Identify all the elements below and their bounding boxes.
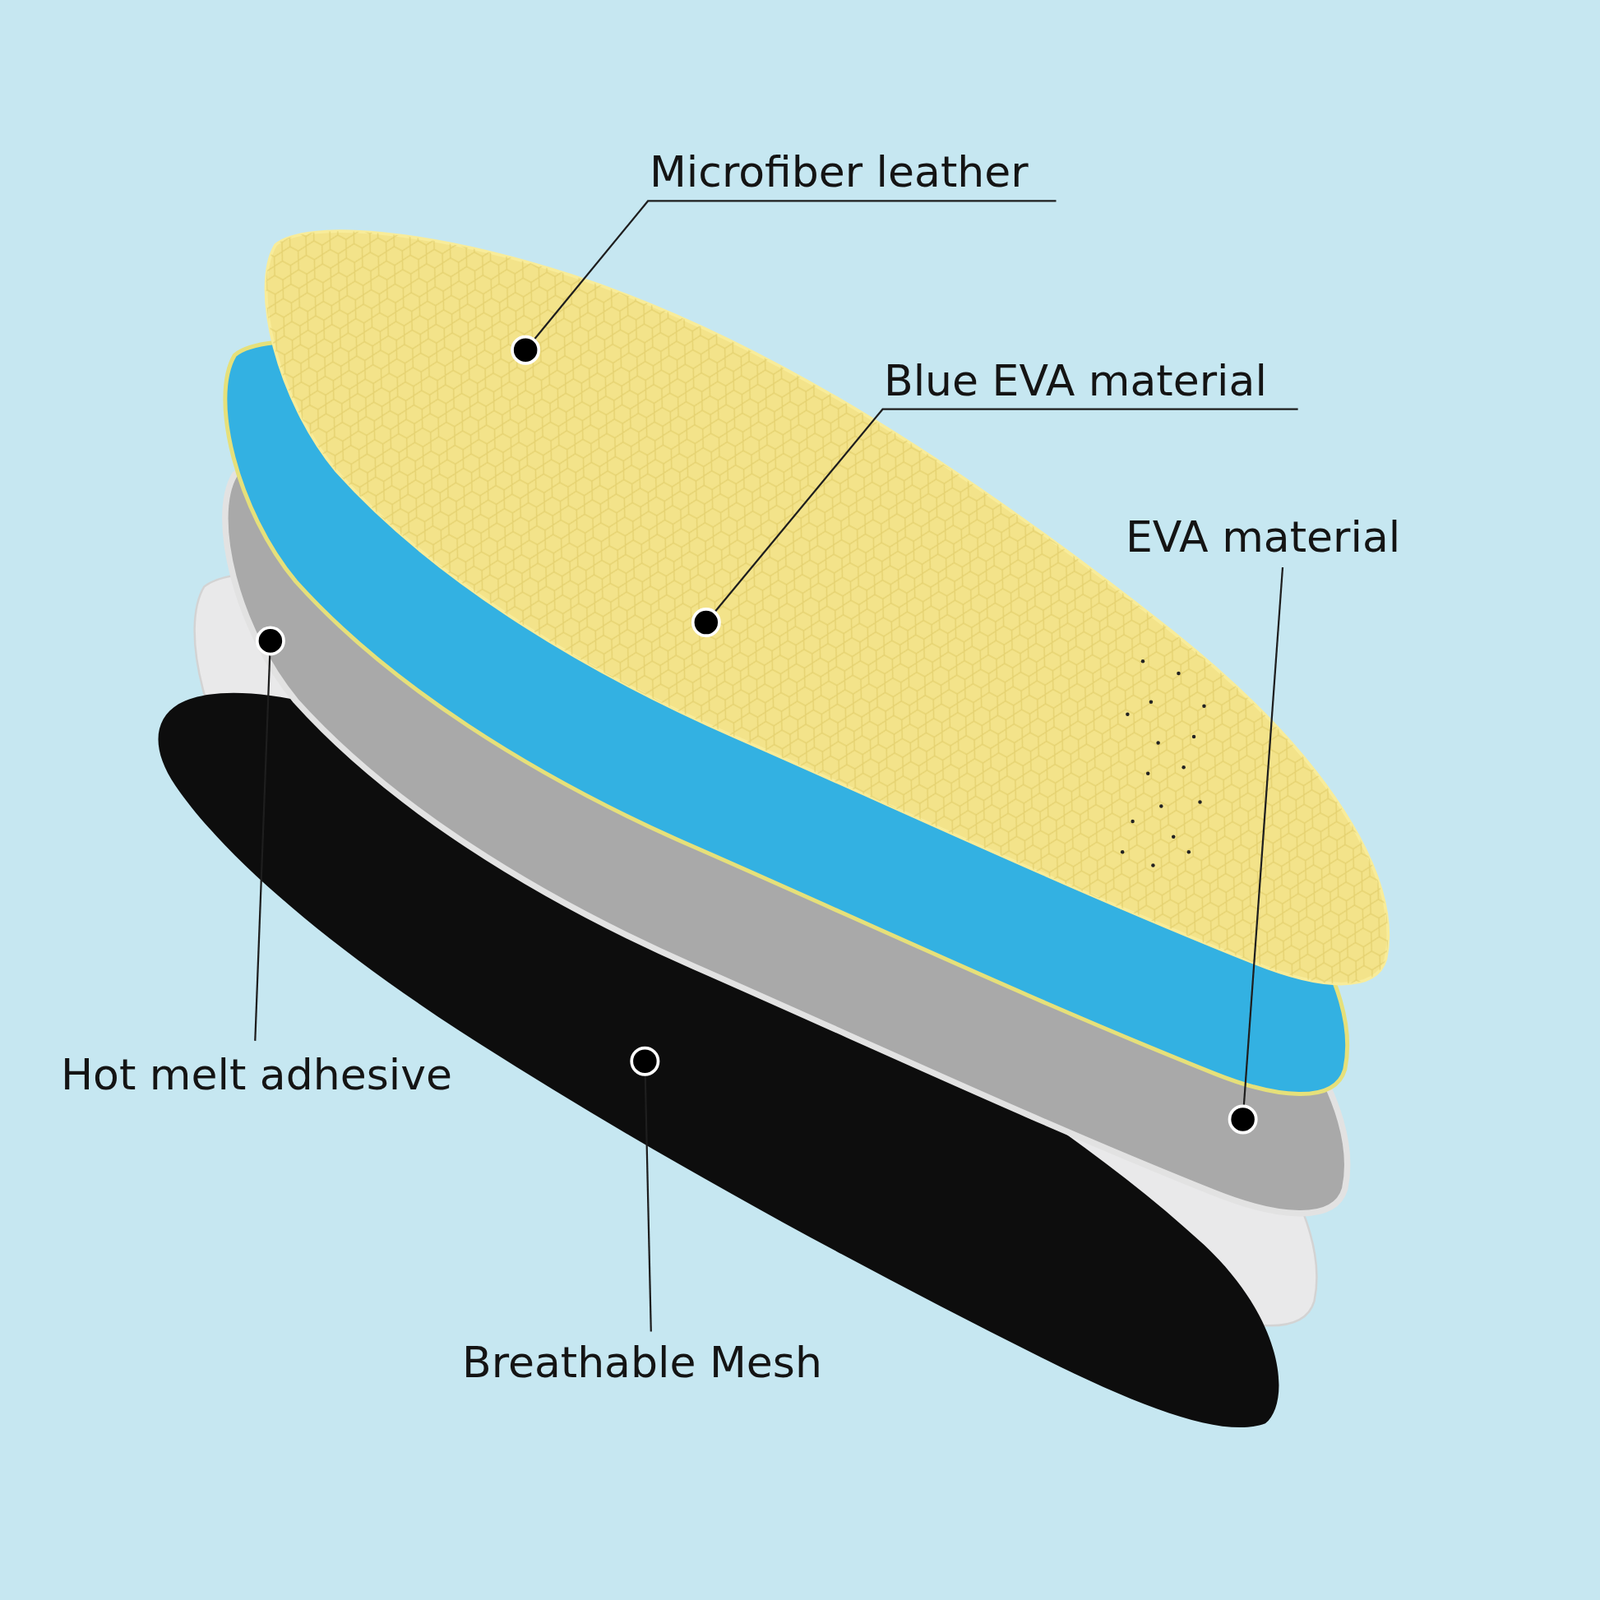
- honeycomb-texture: [266, 231, 1389, 984]
- part-label: Hot melt adhesive: [60, 1050, 453, 1101]
- part-label: Microfiber leather: [649, 147, 1029, 198]
- microfiber-layer: [266, 231, 1389, 984]
- part-label: Breathable Mesh: [462, 1338, 823, 1388]
- part-label: Blue EVA material: [883, 356, 1268, 407]
- leader-dots: [257, 337, 1257, 1133]
- leader-lines: [254, 200, 1298, 1332]
- perforations: [1120, 659, 1207, 868]
- part-label: EVA material: [1125, 513, 1401, 563]
